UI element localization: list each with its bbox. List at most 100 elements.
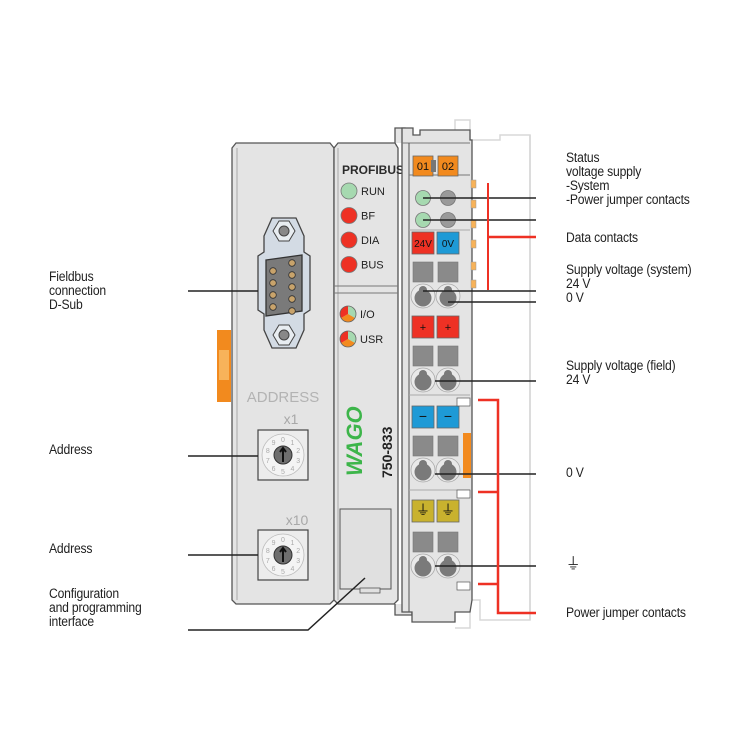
led-segment: [341, 314, 355, 322]
field-minus-tag-2-text: −: [444, 408, 452, 424]
switch-x10-label: x10: [286, 512, 309, 528]
callout-line: -System: [566, 178, 610, 193]
callout-zero-v: 0 V: [566, 466, 584, 480]
field-0v-clamp-notch: [444, 460, 452, 470]
channel-tag-02-text: 02: [442, 161, 454, 173]
data-contact-pin: [470, 239, 477, 249]
led-bf: [340, 207, 358, 224]
dial-digit: 9: [272, 540, 276, 547]
dial-digit: 1: [290, 440, 294, 447]
callout-line: 0 V: [566, 290, 584, 305]
dial-digit: 4: [290, 466, 294, 473]
dial-digit: 5: [281, 569, 285, 576]
led-label-bf: BF: [361, 211, 375, 223]
dial-digit: 3: [296, 558, 300, 565]
system-supply-clamp: [414, 289, 432, 307]
dial-digit: 9: [272, 440, 276, 447]
fieldbus-name: PROFIBUS: [342, 163, 404, 177]
callout-line: Status: [566, 150, 600, 165]
ground-tag-1-text: ⏚: [416, 502, 430, 518]
system-24v-tag-text: 24V: [414, 239, 432, 250]
dial-digit: 1: [290, 540, 294, 547]
field-24v-release-slot[interactable]: [412, 345, 434, 367]
callout-line: Data contacts: [566, 230, 638, 245]
data-contact-pin: [470, 199, 477, 209]
dsub-pin: [269, 291, 277, 299]
ground-release-slot[interactable]: [437, 531, 459, 553]
dsub-pin: [288, 271, 296, 279]
ground-clamp-notch: [419, 556, 427, 566]
ground-clamp: [414, 559, 432, 577]
ground-tag-2-text: ⏚: [441, 502, 455, 518]
dial-digit: 7: [266, 458, 270, 465]
callout-line: D-Sub: [49, 297, 83, 312]
led-label-bus: BUS: [361, 260, 384, 272]
callout-line: voltage supply: [566, 164, 642, 179]
system-supply-release-slot[interactable]: [437, 261, 459, 283]
field-24v-clamp: [414, 373, 432, 391]
arrow-up-icon: [279, 546, 287, 562]
callout-line: -Power jumper contacts: [566, 192, 690, 207]
leader-config: [188, 577, 366, 631]
field-0v-clamp-notch: [419, 460, 427, 470]
dial-digit: 8: [266, 448, 270, 455]
orange-marker: [463, 433, 471, 478]
dsub-pin: [288, 259, 296, 267]
dial-digit: 2: [296, 548, 300, 555]
dial-digit: 7: [266, 558, 270, 565]
power-jumper-contact: [456, 581, 471, 591]
channel-tag-02: [437, 155, 459, 177]
callout-ground: ⏚: [566, 556, 581, 573]
led-dia: [340, 231, 358, 249]
multicolor-led-group: I/O USR: [339, 305, 383, 348]
switch-x1-label: x1: [284, 411, 299, 427]
ground-release-slot[interactable]: [412, 531, 434, 553]
callout-line: and programming: [49, 600, 142, 615]
ground-clamp-notch: [444, 556, 452, 566]
field-0v-release-slot[interactable]: [412, 435, 434, 457]
field-0v-clamp: [414, 463, 432, 481]
led-label-dia: DIA: [361, 235, 380, 247]
dsub-pin: [269, 279, 277, 287]
address-heading: ADDRESS: [247, 389, 320, 406]
field-0v-release-slot[interactable]: [437, 435, 459, 457]
field-24v-release-slot[interactable]: [437, 345, 459, 367]
ground-tag-2: [436, 499, 460, 523]
dial-digit: 0: [281, 537, 285, 544]
system-supply-release-slot[interactable]: [412, 261, 434, 283]
system-24v-tag: [411, 231, 435, 255]
field-plus-tag-1-text: +: [420, 322, 426, 334]
dsub-pin: [288, 307, 296, 315]
data-contact-pin: [470, 279, 477, 289]
config-interface-port[interactable]: [339, 508, 392, 590]
field-24v-clamp-notch: [444, 370, 452, 380]
system-0v-tag: [436, 231, 460, 255]
power-jumper-contact: [456, 397, 471, 407]
dsub-connector: [257, 217, 311, 349]
callout-line: Power jumper contacts: [566, 605, 686, 620]
led-usr: [339, 330, 357, 348]
leader-power-jumper: [478, 398, 536, 615]
field-plus-tag-1: [411, 315, 435, 339]
channel-tag-01-text: 01: [417, 161, 429, 173]
ground-tag-1: [411, 499, 435, 523]
led-label: I/O: [360, 309, 375, 321]
led-bus: [340, 256, 358, 273]
callout-supply-field: Supply voltage (field)24 V: [566, 359, 676, 387]
callout-line: ⏚: [566, 556, 581, 573]
wago-logo: WAGO: [342, 406, 367, 476]
callout-line: connection: [49, 283, 106, 298]
dial-digit: 6: [272, 466, 276, 473]
led-run: [340, 182, 358, 200]
dsub-pin: [269, 267, 277, 275]
callout-power-jumper: Power jumper contacts: [566, 606, 686, 620]
led-label: USR: [360, 334, 383, 346]
